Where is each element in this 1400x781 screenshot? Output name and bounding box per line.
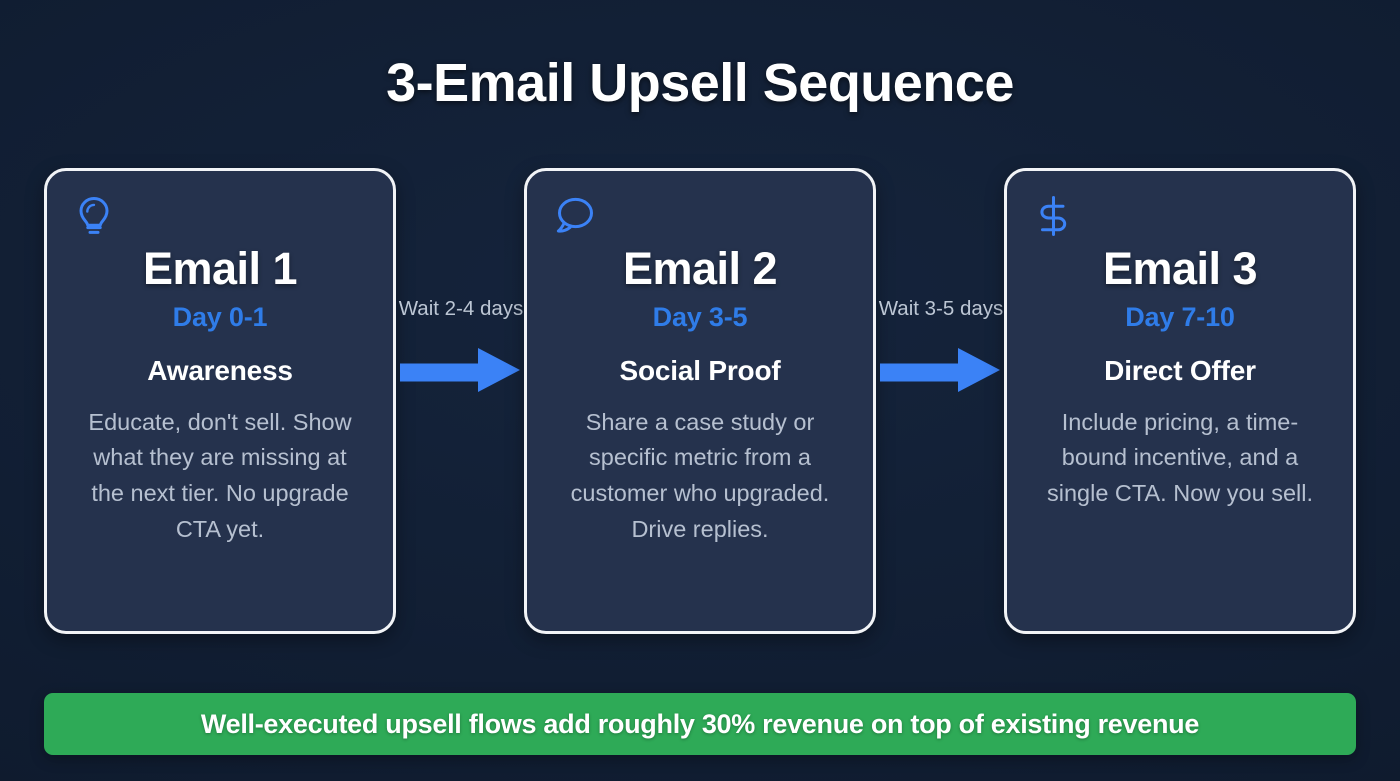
card-content-3: Email 3 Day 7-10 Direct Offer Include pr… [1007, 243, 1353, 512]
connector-wait-label: Wait 3-5 days [878, 297, 1004, 320]
email-step-card-1: Email 1 Day 0-1 Awareness Educate, don't… [44, 168, 396, 634]
arrow-right-icon [396, 345, 526, 395]
card-description: Educate, don't sell. Show what they are … [88, 408, 352, 542]
card-subtitle: Awareness [147, 354, 293, 386]
card-day-range: Day 3-5 [652, 301, 748, 332]
card-description: Share a case study or specific metric fr… [570, 408, 830, 542]
card-description: Include pricing, a time-bound incentive,… [1047, 408, 1313, 507]
card-subtitle: Direct Offer [1104, 354, 1256, 386]
card-heading: Email 3 [1102, 243, 1258, 294]
connector-1: Wait 2-4 days [396, 295, 526, 395]
connector-wait-label: Wait 2-4 days [398, 297, 524, 320]
footer-stat-banner: Well-executed upsell flows add roughly 3… [44, 693, 1356, 755]
connector-2: Wait 3-5 days [876, 295, 1006, 395]
dollar-sign-icon [1031, 193, 1077, 239]
arrow-right-icon [876, 345, 1006, 395]
page-title: 3-Email Upsell Sequence [386, 53, 1014, 113]
card-heading: Email 2 [622, 243, 778, 294]
card-content-1: Email 1 Day 0-1 Awareness Educate, don't… [47, 243, 393, 547]
card-content-2: Email 2 Day 3-5 Social Proof Share a cas… [527, 243, 873, 547]
email-step-card-2: Email 2 Day 3-5 Social Proof Share a cas… [524, 168, 876, 634]
card-day-range: Day 0-1 [172, 301, 268, 332]
banner-text: Well-executed upsell flows add roughly 3… [200, 708, 1200, 739]
card-subtitle: Social Proof [619, 354, 781, 386]
card-day-range: Day 7-10 [1125, 301, 1235, 332]
lightbulb-icon [71, 193, 117, 239]
email-step-card-3: Email 3 Day 7-10 Direct Offer Include pr… [1004, 168, 1356, 634]
speech-bubble-icon [551, 193, 597, 239]
card-heading: Email 1 [142, 243, 298, 294]
